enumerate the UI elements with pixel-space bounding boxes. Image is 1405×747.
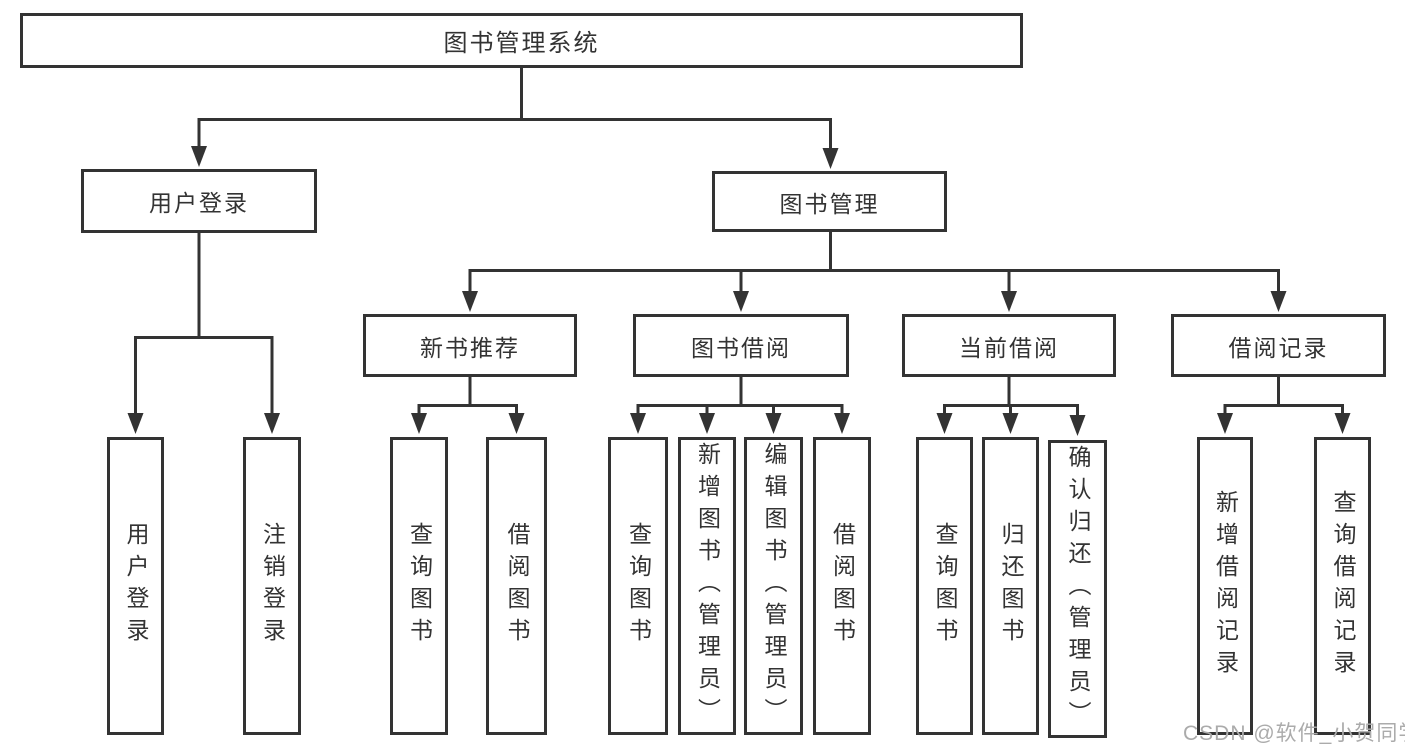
leaf-confirm-return-admin: 确认归还（管理员） bbox=[1048, 440, 1107, 738]
leaf-add-book-admin-label: 新增图书（管理员） bbox=[694, 442, 721, 730]
leaf-query-borrow-record-label: 查询借阅记录 bbox=[1330, 490, 1356, 682]
leaf-borrow-books-recommend-label: 借阅图书 bbox=[504, 522, 530, 650]
leaf-borrow-books: 借阅图书 bbox=[813, 437, 871, 735]
leaf-borrow-books-label: 借阅图书 bbox=[829, 522, 856, 650]
leaf-confirm-return-admin-label: 确认归还（管理员） bbox=[1065, 445, 1091, 733]
leaf-borrow-books-recommend: 借阅图书 bbox=[486, 437, 547, 735]
leaf-query-books-recommend-label: 查询图书 bbox=[406, 522, 433, 650]
leaf-user-login-label: 用户登录 bbox=[123, 522, 149, 650]
node-current-borrow: 当前借阅 bbox=[902, 314, 1116, 377]
leaf-add-book-admin: 新增图书（管理员） bbox=[678, 437, 736, 735]
leaf-query-books-recommend: 查询图书 bbox=[390, 437, 448, 735]
connector-borrow-records-children bbox=[1217, 377, 1351, 434]
node-new-book-recommend: 新书推荐 bbox=[363, 314, 577, 377]
connector-book-borrow-children bbox=[630, 377, 850, 434]
node-current-borrow-label: 当前借阅 bbox=[959, 334, 1059, 361]
leaf-add-borrow-record-label: 新增借阅记录 bbox=[1212, 490, 1239, 682]
node-borrow-records-label: 借阅记录 bbox=[1228, 334, 1329, 361]
node-borrow-records: 借阅记录 bbox=[1171, 314, 1386, 377]
connector-user-login-children bbox=[127, 233, 280, 434]
node-root-label: 图书管理系统 bbox=[443, 30, 600, 57]
node-book-borrow: 图书借阅 bbox=[633, 314, 849, 377]
leaf-query-books-borrow: 查询图书 bbox=[608, 437, 668, 735]
leaf-query-books-current-label: 查询图书 bbox=[932, 522, 958, 650]
node-user-login-label: 用户登录 bbox=[149, 190, 249, 216]
watermark: CSDN @软件_小贺同学 bbox=[1183, 722, 1405, 745]
connector-new-book-rec-children bbox=[411, 377, 525, 434]
node-root: 图书管理系统 bbox=[20, 13, 1023, 68]
leaf-edit-book-admin-label: 编辑图书（管理员） bbox=[761, 442, 787, 730]
leaf-logout: 注销登录 bbox=[243, 437, 301, 735]
node-book-mgmt-label: 图书管理 bbox=[779, 190, 880, 217]
leaf-query-books-current: 查询图书 bbox=[916, 437, 973, 735]
leaf-edit-book-admin: 编辑图书（管理员） bbox=[744, 437, 803, 735]
node-user-login: 用户登录 bbox=[81, 169, 317, 233]
leaf-query-books-borrow-label: 查询图书 bbox=[625, 522, 652, 650]
leaf-add-borrow-record: 新增借阅记录 bbox=[1197, 437, 1253, 735]
connector-book-mgmt-to-level3 bbox=[462, 232, 1287, 312]
node-book-mgmt: 图书管理 bbox=[712, 171, 947, 232]
connector-root-to-level2 bbox=[191, 68, 839, 169]
leaf-query-borrow-record: 查询借阅记录 bbox=[1314, 437, 1371, 735]
node-new-book-recommend-label: 新书推荐 bbox=[420, 334, 520, 361]
node-book-borrow-label: 图书借阅 bbox=[691, 334, 791, 361]
leaf-return-books-label: 归还图书 bbox=[998, 522, 1024, 650]
leaf-user-login: 用户登录 bbox=[107, 437, 164, 735]
connector-current-borrow-children bbox=[936, 377, 1086, 436]
leaf-logout-label: 注销登录 bbox=[259, 522, 286, 650]
leaf-return-books: 归还图书 bbox=[982, 437, 1039, 735]
